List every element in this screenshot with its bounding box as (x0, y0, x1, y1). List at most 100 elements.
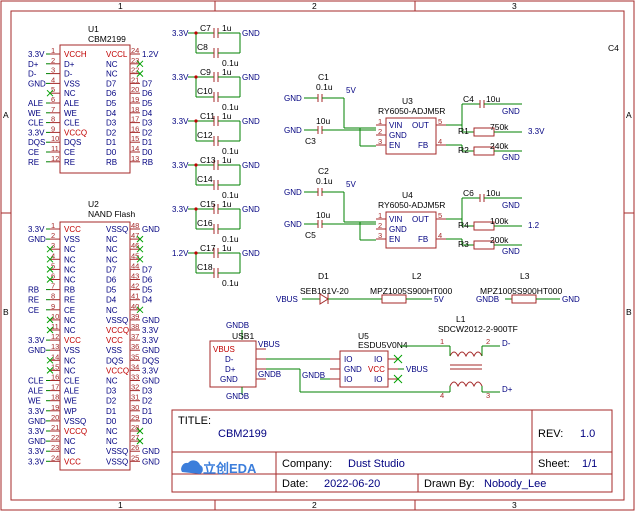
reg-pin-num: 4 (438, 137, 442, 146)
u2-pin-name: VSS (106, 346, 122, 355)
l1-out-dm: D- (502, 339, 511, 348)
u2-pin-num: 26 (131, 443, 139, 452)
grid-col-1: 1 (118, 1, 123, 11)
u2-pin-num: 20 (51, 413, 59, 422)
decap-net-label: 3.3V (172, 161, 189, 170)
u2-pin-num: 47 (131, 231, 139, 240)
u2-net-label: D0 (142, 417, 153, 426)
u1-pin-num: 14 (131, 144, 139, 153)
u1-pin-name: D1 (106, 138, 117, 147)
grid-row-a: A (3, 110, 9, 120)
u1-pin-name: VCCL (106, 50, 128, 59)
u2-pin-name: RE (64, 296, 75, 305)
no-connect-icon (136, 235, 144, 243)
u1-pin-num: 11 (51, 144, 59, 153)
u2-net-label: GND (28, 437, 46, 446)
u2-pin-num: 6 (51, 272, 55, 281)
cap-ref: C10 (197, 86, 213, 96)
u2-pin-num: 22 (51, 433, 59, 442)
u1-net-label: 1.2V (142, 50, 159, 59)
sheet-label: Sheet: (538, 458, 570, 470)
ferrite-l2 (381, 294, 407, 304)
reg-cin1-value: 0.1u (316, 82, 333, 92)
u2-pin-num: 46 (131, 241, 139, 250)
u1-net-label: GND (28, 79, 46, 88)
title-label: TITLE: (178, 415, 211, 427)
u1-pin-name: D4 (106, 109, 117, 118)
u2-pin-num: 24 (51, 453, 59, 462)
u1-pin-name: WE (64, 109, 77, 118)
cap-value: 0.1u (222, 102, 239, 112)
reg-cout-value: 10u (486, 94, 500, 104)
reg-pin-en: EN (389, 141, 400, 150)
u2-pin-num: 25 (131, 453, 139, 462)
drawn-value: Nobody_Lee (484, 478, 546, 490)
usb-pin-gnd: GND (220, 375, 238, 384)
u1-net-label: CLE (28, 119, 44, 128)
reg-pin-fb: FB (418, 235, 428, 244)
u2-pin-name: VSSQ (106, 447, 128, 456)
sheet-value: 1/1 (582, 458, 597, 470)
u1-net-label: WE (28, 109, 41, 118)
u2-net-label: D7 (142, 265, 153, 274)
u1-pin-name: NC (64, 89, 76, 98)
u1-pin-name: D0 (106, 148, 117, 157)
u2-pin-num: 18 (51, 393, 59, 402)
reg-fb-gnd: GND (502, 153, 520, 162)
usb-pin-dm: D- (225, 355, 234, 364)
decap-net-label: 3.3V (172, 29, 189, 38)
cap-ref: C17 (200, 243, 216, 253)
title-block: TITLE: CBM2199 REV: 1.0 Company: Dust St… (171, 409, 613, 493)
u2-pin-num: 4 (51, 251, 55, 260)
u1-pin-num: 5 (51, 85, 55, 94)
reg-body (385, 117, 437, 155)
reg-cin1-value: 0.1u (316, 176, 333, 186)
u2-pin-num: 37 (131, 332, 139, 341)
grid-col-3-bottom: 3 (512, 500, 517, 510)
u1-pin-num: 7 (51, 105, 55, 114)
cap-value: 0.1u (222, 278, 239, 288)
u1-pin-num: 1 (51, 46, 55, 55)
cap-value: 1u (222, 199, 232, 209)
u2-ref: U2 (88, 199, 99, 209)
grid-col-3: 3 (512, 1, 517, 11)
reg-pin-num: 3 (378, 137, 382, 146)
u2-pin-num: 40 (131, 302, 139, 311)
reg-vin: 5V (346, 180, 356, 189)
reg-gnd: GND (284, 126, 302, 135)
u1-net-label: D1 (142, 138, 153, 147)
power-input: D1 SEB161V-20 VBUS L2 MPZ1005S900HT000 5… (276, 271, 580, 305)
reg-gnd: GND (284, 94, 302, 103)
decap-gnd-label: GND (242, 73, 260, 82)
u5-r3: IO (374, 375, 382, 384)
choke-coil-top (449, 351, 483, 358)
u2-pin-name: VCC (106, 336, 123, 345)
cap-value: 0.1u (222, 234, 239, 244)
u2-net-label: D4 (142, 296, 153, 305)
u2-pin-name: D2 (106, 397, 117, 406)
usb-gndb-top: GNDB (226, 321, 249, 330)
u2-pin-num: 48 (131, 221, 139, 230)
u2-pin-name: D4 (106, 296, 117, 305)
u1-net-label: ALE (28, 99, 43, 108)
cap-value: 1u (222, 243, 232, 253)
u1-pin-num: 6 (51, 95, 55, 104)
reg-pin-num: 5 (438, 117, 442, 126)
u5-r1: IO (374, 355, 382, 364)
u2-pin-name: NC (64, 366, 76, 375)
l1-pin1: 1 (440, 337, 444, 346)
u2-pin-num: 44 (131, 261, 139, 270)
u2-pin-num: 23 (51, 443, 59, 452)
decap-gnd-label: GND (242, 205, 260, 214)
cap-ref: C13 (200, 155, 216, 165)
reg-cout-ref: C6 (463, 188, 474, 198)
u1-pin-name: CE (64, 148, 75, 157)
u2-pin-num: 33 (131, 373, 139, 382)
cap-value: 1u (222, 111, 232, 121)
cap-value: 1u (222, 155, 232, 165)
reg-rbot-ref: R3 (458, 239, 469, 249)
